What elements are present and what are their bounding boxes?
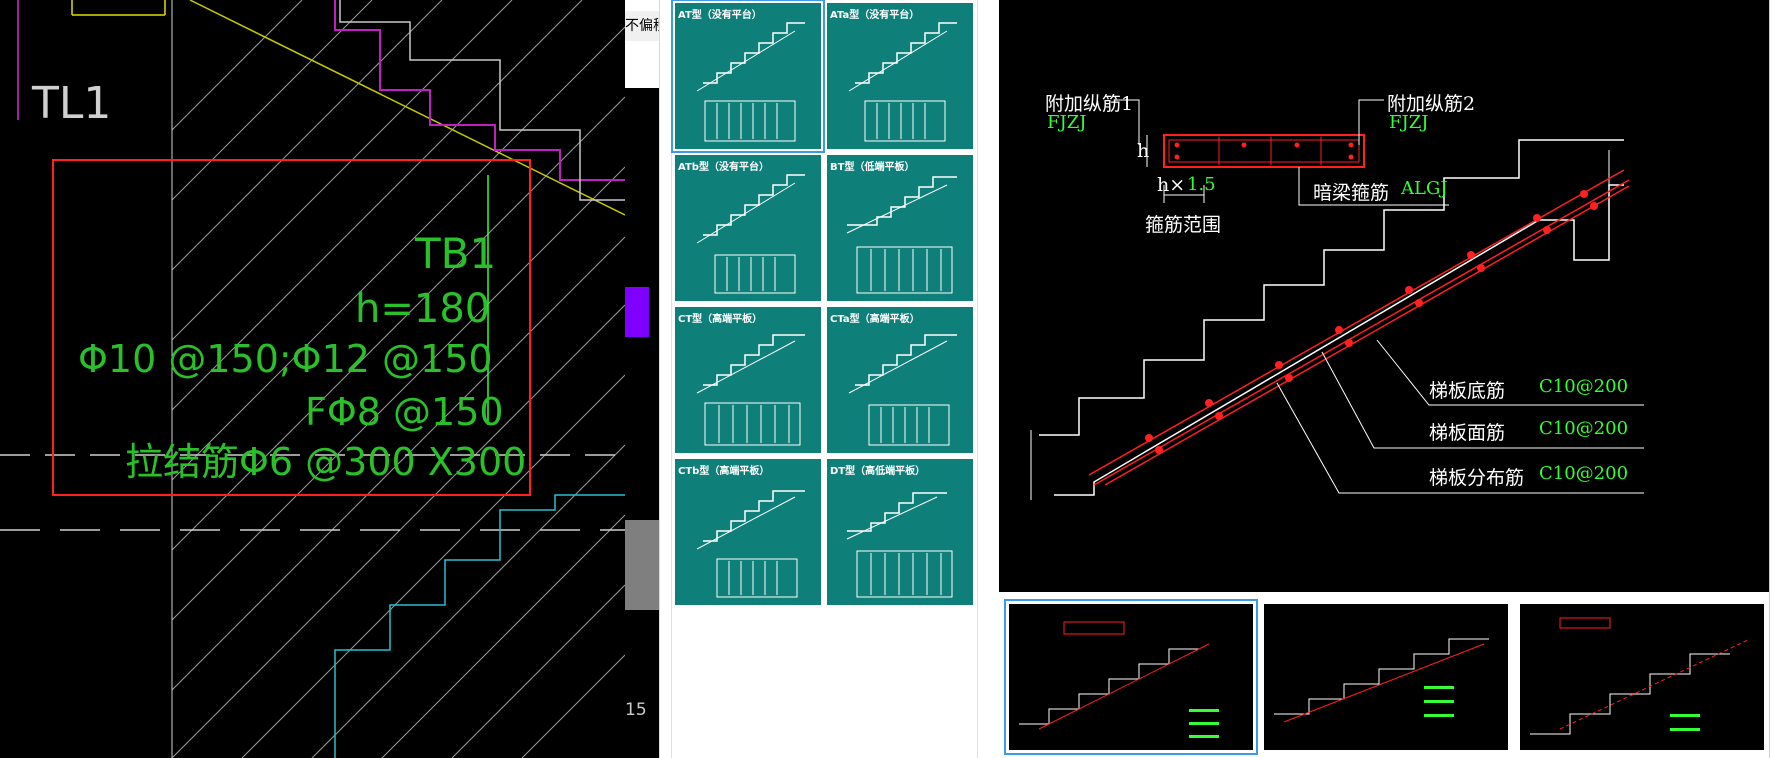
stair-type-label: CTb型（高端平板） (678, 466, 770, 477)
distribution-bar-label: 梯板分布筋 (1429, 467, 1525, 489)
stair-type-atb[interactable]: ATb型（没有平台） (672, 152, 824, 304)
extra-long-bar-1-code: FJZJ (1047, 112, 1087, 133)
stair-detail-preview: 附加纵筋1 FJZJ 附加纵筋2 FJZJ h h× 1.5 箍筋范围 暗梁箍筋… (999, 0, 1769, 592)
stair-type-bt[interactable]: BT型（低端平板） (824, 152, 976, 304)
extra-long-bar-2-label: 附加纵筋2 (1387, 93, 1476, 115)
hidden-beam-stirrup-label: 暗梁箍筋 (1313, 182, 1390, 204)
label-thickness: h=180 (355, 286, 490, 332)
strip-panel (625, 287, 649, 337)
extra-long-bar-1-label: 附加纵筋1 (1045, 93, 1134, 115)
variant-thumbnail-1[interactable] (1004, 599, 1258, 755)
stair-type-ata[interactable]: ATa型（没有平台） (824, 0, 976, 152)
cad-drawing: TL1 TB1 h=180 Φ10 @150;Φ12 @150 FΦ8 @150… (0, 0, 625, 758)
height-multiplier-value: 1.5 (1187, 174, 1216, 195)
selection-rect (52, 159, 531, 496)
height-label: h (1137, 140, 1150, 162)
stair-type-cta[interactable]: CTa型（高端平板） (824, 304, 976, 456)
label-fhb: FΦ8 @150 (305, 390, 504, 434)
bottom-bar-label: 梯板底筋 (1429, 380, 1506, 402)
stair-type-label: BT型（低端平板） (830, 162, 915, 173)
extra-long-bar-2-code: FJZJ (1389, 112, 1429, 133)
height-multiplier-label: h× (1157, 174, 1186, 196)
cad-canvas[interactable]: TL1 TB1 h=180 Φ10 @150;Φ12 @150 FΦ8 @150… (0, 0, 625, 758)
stair-type-label: CTa型（高端平板） (830, 314, 920, 325)
variant-thumbnails (999, 592, 1779, 758)
splitter-left[interactable] (659, 0, 672, 758)
top-bar-label: 梯板面筋 (1429, 422, 1506, 444)
stair-type-gallery: AT型（没有平台） ATa型（没有平台） ATb型（没有平台） BT型（低端平板… (671, 0, 978, 758)
hidden-beam-stirrup-code: ALGJ (1401, 178, 1448, 199)
stair-type-at[interactable]: AT型（没有平台） (671, 0, 825, 153)
splitter-right[interactable] (977, 0, 1000, 758)
stair-type-ctb[interactable]: CTb型（高端平板） (672, 456, 824, 608)
bottom-bar-value: C10@200 (1539, 376, 1629, 397)
window-edge (1769, 0, 1779, 758)
strip-drawing (625, 88, 659, 758)
no-offset-button[interactable]: 不偏移 (625, 11, 659, 41)
stair-type-label: CT型（高端平板） (678, 314, 763, 325)
stair-type-label: ATa型（没有平台） (830, 10, 920, 21)
variant-thumbnail-2[interactable] (1264, 604, 1508, 750)
distribution-bar-value: C10@200 (1539, 463, 1629, 484)
page-number: 15 (625, 700, 647, 720)
stair-type-ct[interactable]: CT型（高端平板） (672, 304, 824, 456)
label-tb1: TB1 (414, 229, 496, 278)
variant-thumbnail-3[interactable] (1520, 604, 1764, 750)
label-tl1: TL1 (31, 78, 111, 129)
stair-type-dt[interactable]: DT型（高低端平板） (824, 456, 976, 608)
stirrup-range-label: 箍筋范围 (1145, 214, 1222, 236)
strip-gray-block (625, 520, 659, 610)
top-bar-value: C10@200 (1539, 418, 1629, 439)
stair-type-label: AT型（没有平台） (678, 10, 762, 21)
stair-type-label: DT型（高低端平板） (830, 466, 926, 477)
stair-type-label: ATb型（没有平台） (678, 162, 769, 173)
label-tie-bar: 拉结筋Φ6 @300 X300 (125, 440, 526, 484)
partial-window-strip: 不偏移 15 (625, 0, 659, 758)
label-rebar: Φ10 @150;Φ12 @150 (78, 337, 493, 381)
